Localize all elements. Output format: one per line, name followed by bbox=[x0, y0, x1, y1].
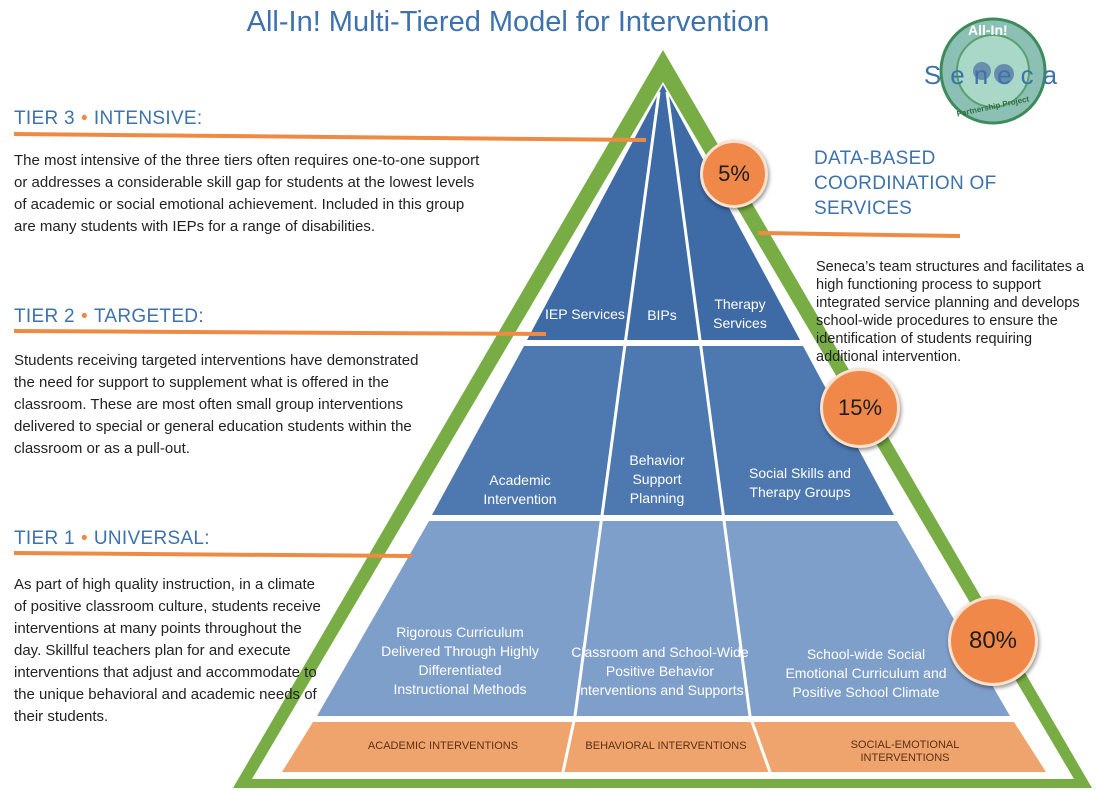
foundation-academic: ACADEMIC INTERVENTIONS bbox=[367, 739, 519, 752]
coordination-pointer-line bbox=[757, 231, 961, 238]
foundation-behavioral: BEHAVIORAL INTERVENTIONS bbox=[585, 739, 747, 752]
pointer-lines bbox=[13, 132, 961, 558]
tier1-heading: TIER 1•UNIVERSAL: bbox=[14, 528, 210, 550]
coordination-description: Seneca’s team structures and facilitates… bbox=[816, 259, 1085, 365]
tier3-band bbox=[527, 85, 800, 340]
tier3-cell-iep-services: IEP Services bbox=[545, 305, 625, 322]
tier2-pointer-line bbox=[13, 329, 547, 336]
tier1-pointer-line bbox=[13, 551, 413, 558]
tier2-cell-behavior-support-planning: Behavior Support Planning bbox=[629, 451, 685, 506]
tier3-level: INTENSIVE: bbox=[93, 108, 203, 129]
foundation-band bbox=[282, 722, 1046, 772]
logo-main-text: Seneca bbox=[923, 60, 1067, 90]
tier2-band bbox=[432, 346, 894, 515]
tier3-percent-badge: 5% bbox=[700, 140, 768, 208]
tier1-cell-rigorous-curriculum: Rigorous Curriculum Delivered Through Hi… bbox=[381, 624, 539, 697]
tier3-cell-therapy-services: Therapy Services bbox=[713, 296, 767, 331]
tier2-name: TIER 2 bbox=[14, 306, 75, 327]
tier1-cell-social-emotional-curriculum: School-wide Social Emotional Curriculum … bbox=[785, 645, 947, 700]
logo-top-text: All-In! bbox=[968, 22, 1008, 38]
tier1-band bbox=[317, 521, 1010, 716]
cell-dividers bbox=[561, 91, 772, 773]
tier3-pointer-line bbox=[13, 132, 647, 142]
tier3-name: TIER 3 bbox=[14, 108, 75, 129]
tier2-cell-academic-intervention: Academic Intervention bbox=[483, 472, 557, 507]
tier3-heading: TIER 3•INTENSIVE: bbox=[14, 108, 202, 130]
tier2-heading: TIER 2•TARGETED: bbox=[14, 306, 204, 328]
seneca-logo: All-In! Seneca Partnership Project bbox=[920, 16, 1070, 126]
page-title: All-In! Multi-Tiered Model for Intervent… bbox=[246, 6, 770, 38]
tier1-cell-positive-behavior: Classroom and School-Wide Positive Behav… bbox=[571, 643, 749, 698]
tier2-percent-badge: 15% bbox=[820, 368, 900, 448]
tier2-cell-social-skills: Social Skills and Therapy Groups bbox=[749, 465, 851, 500]
tier3-cell-bips: BIPs bbox=[647, 306, 677, 323]
tier1-name: TIER 1 bbox=[14, 528, 75, 549]
tier3-description: The most intensive of the three tiers of… bbox=[14, 152, 480, 235]
bullet-dot: • bbox=[80, 528, 88, 549]
foundation-social-emotional: SOCIAL-EMOTIONAL INTERVENTIONS bbox=[850, 739, 960, 764]
tier2-level: TARGETED: bbox=[93, 306, 204, 327]
tier1-level: UNIVERSAL: bbox=[93, 528, 210, 549]
tier2-description: Students receiving targeted intervention… bbox=[14, 352, 419, 457]
tier1-description: As part of high quality instruction, in … bbox=[14, 576, 321, 725]
tier1-percent-badge: 80% bbox=[948, 596, 1038, 686]
bullet-dot: • bbox=[80, 306, 88, 327]
bullet-dot: • bbox=[80, 108, 88, 129]
coordination-heading: DATA-BASED COORDINATION OF SERVICES bbox=[814, 148, 997, 219]
